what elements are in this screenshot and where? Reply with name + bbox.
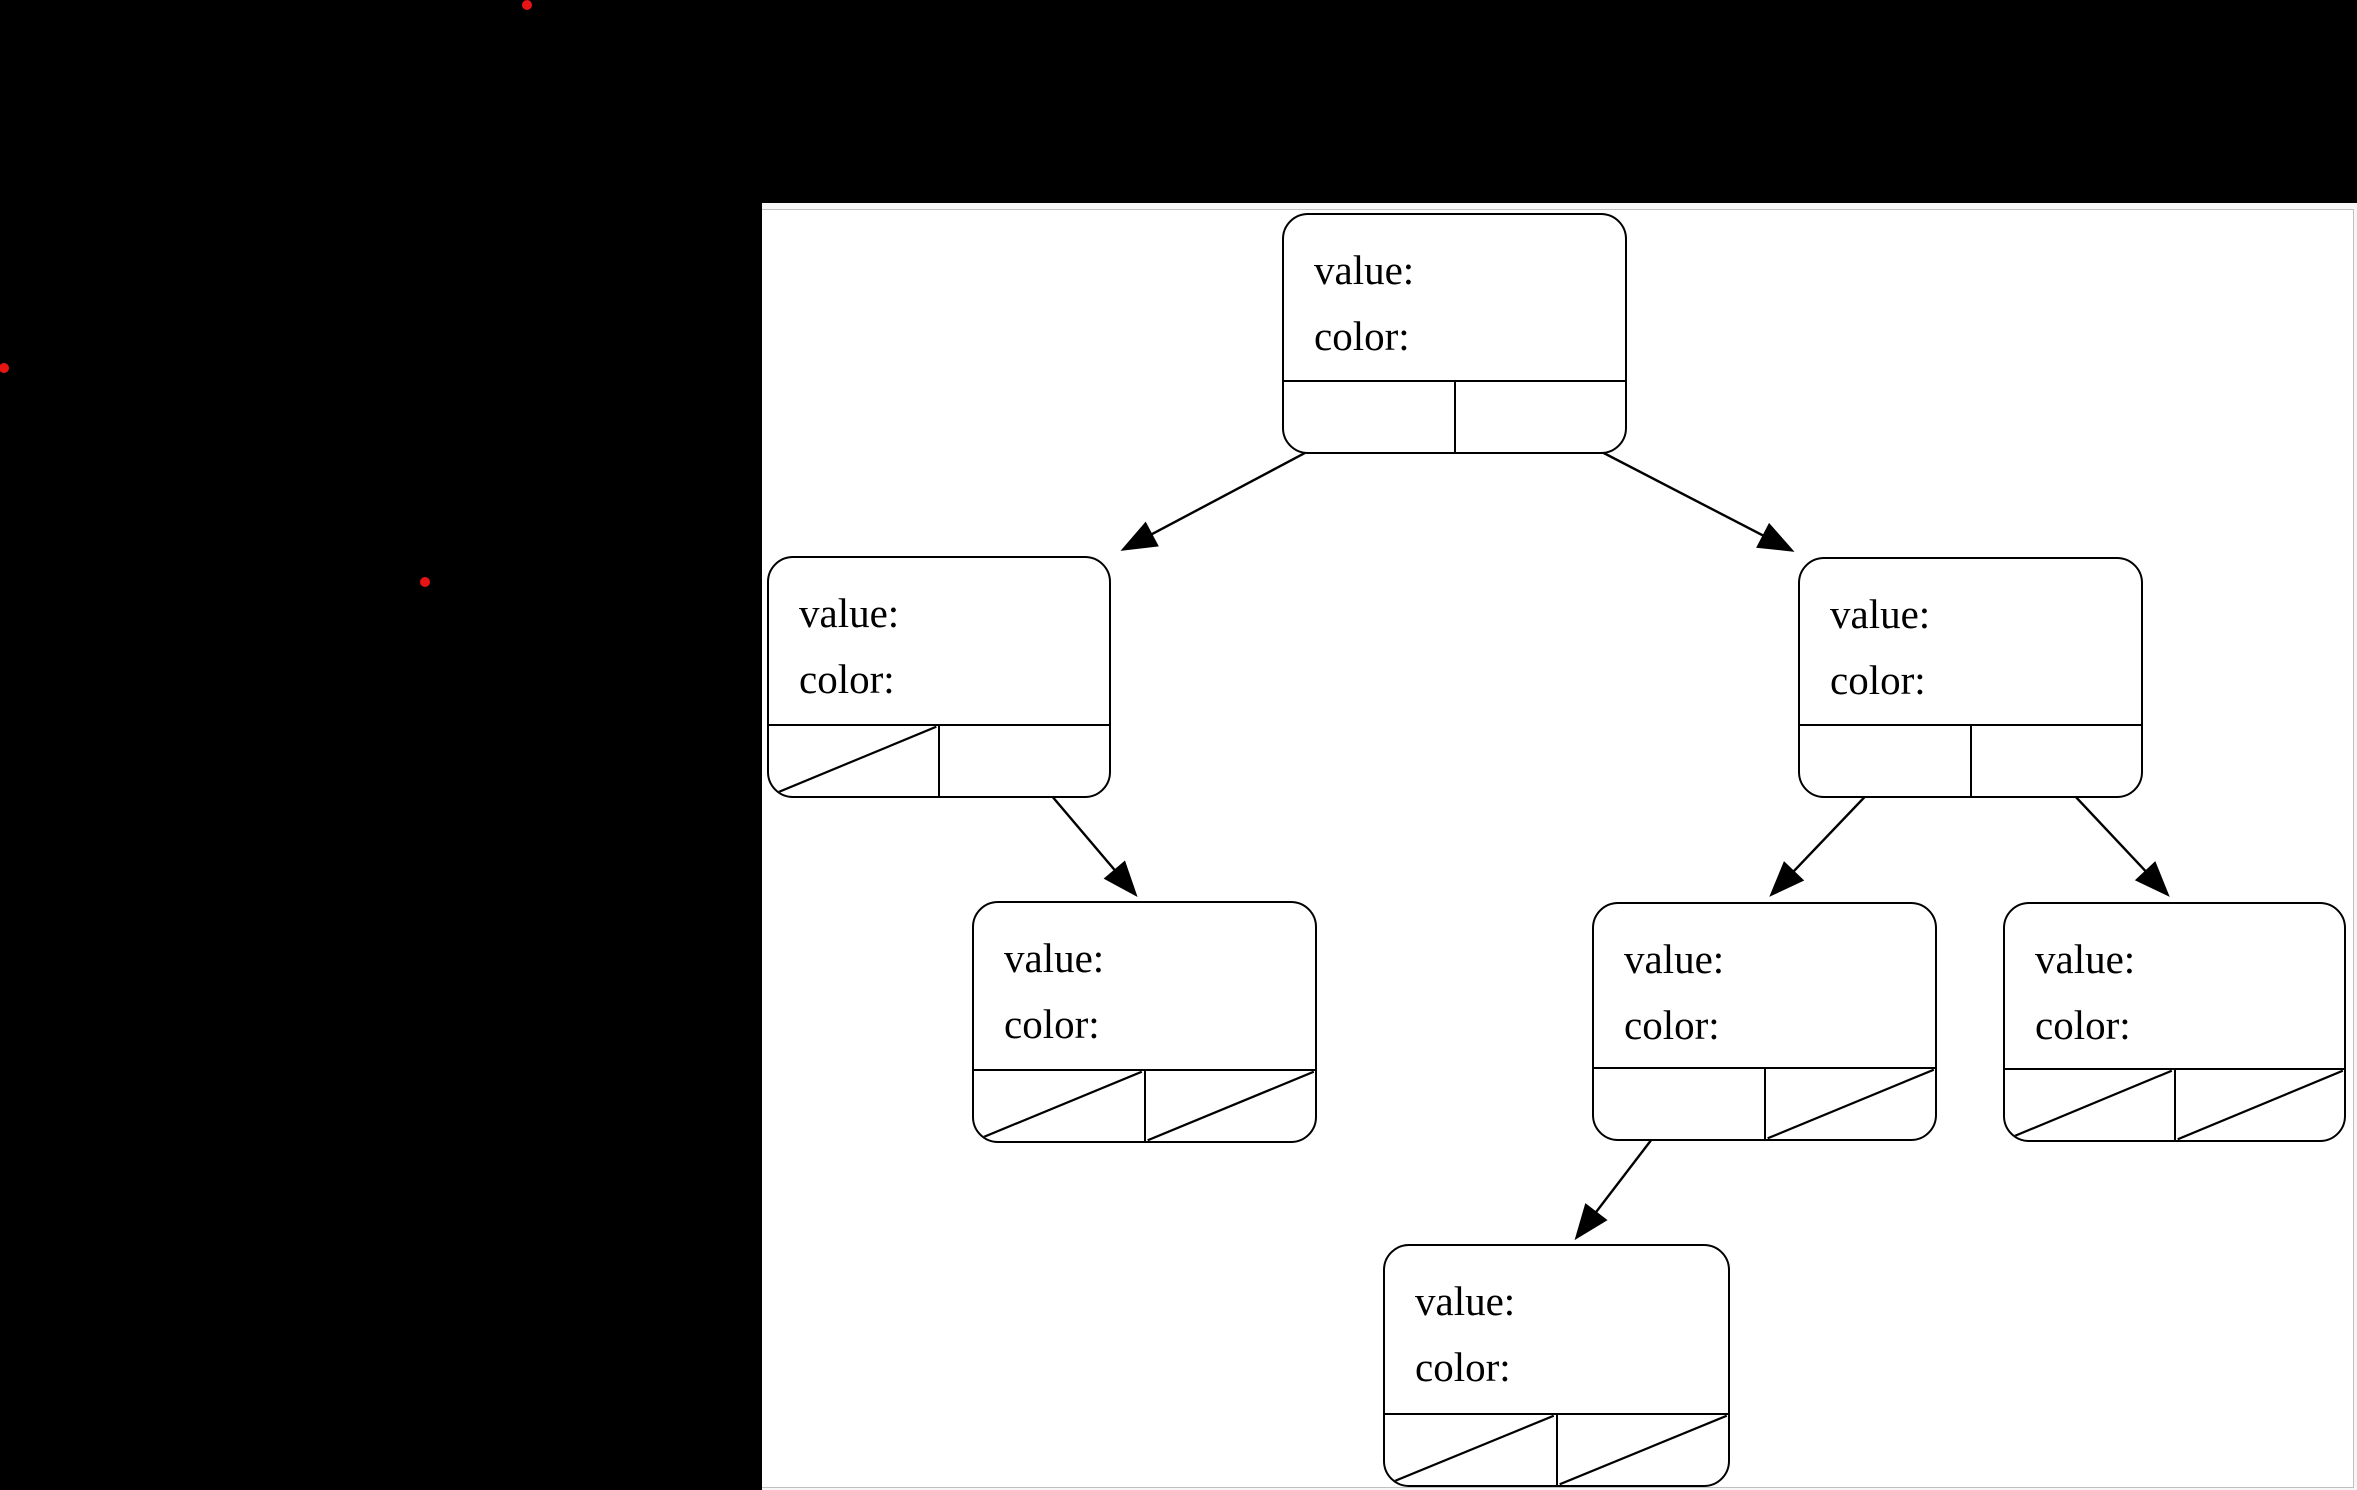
red-dot-3 [420,577,430,587]
null-pointer-slash-icon [974,1071,1144,1141]
null-pointer-slash-icon [1558,1415,1729,1485]
node-field-label: color: [1830,657,1926,703]
node-pointer-row [1284,380,1625,452]
node-field-labels: value: color: [769,558,1109,712]
node-field-label: value: [799,590,900,636]
node-field-labels: value: color: [1385,1246,1728,1400]
node-field-labels: value: color: [1800,559,2141,713]
node-right-left-child-right-pointer-null [1766,1069,1936,1139]
node-field-label: value: [1830,591,1931,637]
node-pointer-row [1594,1067,1935,1139]
tree-node-right-child: value: color: [1798,557,2143,798]
node-pointer-row [1800,724,2141,796]
node-field-label: color: [1624,1002,1720,1048]
node-field-label: value: [1004,935,1105,981]
null-pointer-slash-icon [2176,1070,2345,1140]
tree-node-root: value: color: [1282,213,1627,454]
tree-node-left-right-leaf: value: color: [972,901,1317,1143]
node-deep-left-leaf-left-pointer-null [1385,1415,1558,1485]
node-pointer-row [1385,1413,1728,1485]
node-field-labels: value: color: [2005,904,2344,1058]
null-pointer-slash-icon [1385,1415,1556,1485]
red-dot-2 [0,363,9,373]
node-field-label: value: [1415,1278,1516,1324]
node-field-label: color: [1415,1344,1511,1390]
null-pointer-slash-icon [1146,1071,1316,1141]
null-pointer-slash-icon [769,726,938,796]
node-field-label: color: [1004,1001,1100,1047]
node-right-child-right-pointer-link [1972,726,2142,796]
null-pointer-slash-icon [2005,1070,2174,1140]
node-pointer-row [769,724,1109,796]
red-dot-1 [522,0,532,10]
node-field-labels: value: color: [1284,215,1625,369]
node-left-right-leaf-left-pointer-null [974,1071,1146,1141]
node-left-child-right-pointer-link [940,726,1109,796]
tree-node-left-child: value: color: [767,556,1111,798]
node-pointer-row [2005,1068,2344,1140]
node-root-right-pointer-link [1456,382,1626,452]
node-root-left-pointer-link [1284,382,1456,452]
node-right-child-left-pointer-link [1800,726,1972,796]
tree-node-right-left-child: value: color: [1592,902,1937,1141]
tree-node-right-right-leaf: value: color: [2003,902,2346,1142]
node-pointer-row [974,1069,1315,1141]
node-field-label: color: [799,656,895,702]
node-right-left-child-left-pointer-link [1594,1069,1766,1139]
node-field-label: value: [1624,936,1725,982]
node-deep-left-leaf-right-pointer-null [1558,1415,1729,1485]
node-field-label: color: [2035,1002,2131,1048]
node-field-labels: value: color: [1594,904,1935,1058]
node-right-right-leaf-right-pointer-null [2176,1070,2345,1140]
node-left-child-left-pointer-null [769,726,940,796]
node-field-label: color: [1314,313,1410,359]
null-pointer-slash-icon [1766,1069,1936,1139]
node-left-right-leaf-right-pointer-null [1146,1071,1316,1141]
node-field-label: value: [2035,936,2136,982]
node-right-right-leaf-left-pointer-null [2005,1070,2176,1140]
node-field-labels: value: color: [974,903,1315,1057]
node-field-label: value: [1314,247,1415,293]
tree-node-deep-left-leaf: value: color: [1383,1244,1730,1487]
